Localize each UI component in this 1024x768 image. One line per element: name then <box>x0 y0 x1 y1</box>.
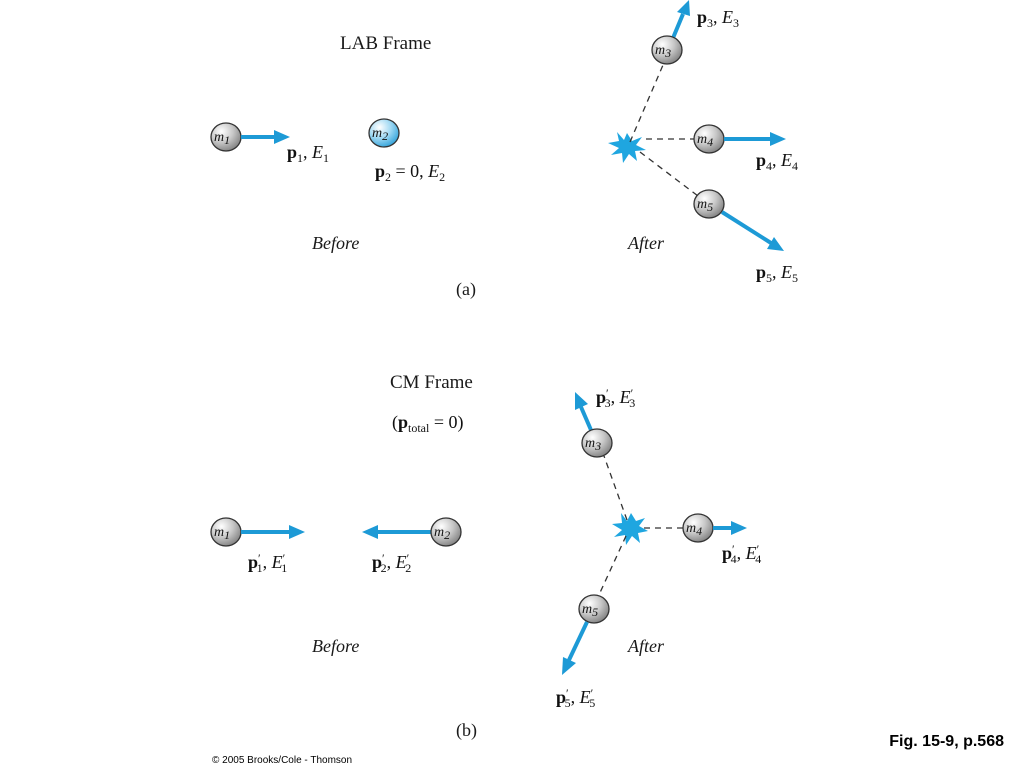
panel-b-p5-label: p′5, E′5 <box>556 686 595 710</box>
panel-b-p4-arrow <box>713 521 747 535</box>
panel-b-m3-ball: m3 <box>581 428 613 458</box>
panel-a-before-label: Before <box>312 233 359 253</box>
svg-text:m4: m4 <box>697 132 713 149</box>
svg-text:m5: m5 <box>582 602 598 619</box>
svg-text:m4: m4 <box>686 521 702 538</box>
panel-b: CM Frame (ptotal = 0) m1 p′1, E′1 m2 p′2… <box>210 372 761 741</box>
panel-b-p1-arrow <box>241 525 305 539</box>
panel-b-p1-label: p′1, E′1 <box>248 551 287 575</box>
panel-a-m2-ball: m2 <box>368 118 400 148</box>
panel-b-caption: (b) <box>456 720 477 741</box>
panel-a-m5-ball: m5 <box>693 189 725 219</box>
panel-a-p3-label: p3, E3 <box>697 7 739 30</box>
svg-text:m3: m3 <box>655 43 671 60</box>
svg-text:m2: m2 <box>434 525 450 542</box>
panel-a-p5-arrow <box>720 210 784 251</box>
panel-a-m4-ball: m4 <box>693 124 725 154</box>
panel-b-p2-label: p′2, E′2 <box>372 551 411 575</box>
copyright-notice: © 2005 Brooks/Cole - Thomson <box>212 755 353 766</box>
panel-b-p3-label: p′3, E′3 <box>596 386 635 410</box>
panel-b-m2-ball: m2 <box>430 517 462 547</box>
panel-a-p5-label: p5, E5 <box>756 262 798 285</box>
figure-reference: Fig. 15-9, p.568 <box>889 733 1004 750</box>
panel-a-p4-arrow <box>724 132 786 146</box>
panel-a-p1-label: p1, E1 <box>287 142 329 165</box>
panel-b-p3-arrow <box>575 392 593 431</box>
panel-a-title: LAB Frame <box>340 33 431 54</box>
panel-a-p3-arrow <box>671 0 690 39</box>
panel-b-p4-label: p′4, E′4 <box>722 542 761 566</box>
svg-text:m1: m1 <box>214 525 230 542</box>
panel-b-p2-arrow <box>362 525 431 539</box>
panel-a-caption: (a) <box>456 279 476 300</box>
panel-b-before-label: Before <box>312 636 359 656</box>
panel-b-title: CM Frame <box>390 372 473 393</box>
panel-b-burst <box>612 513 648 545</box>
panel-a-m3-ball: m3 <box>651 35 683 65</box>
panel-b-after-label: After <box>627 636 665 656</box>
panel-b-m1-ball: m1 <box>210 517 242 547</box>
svg-text:m5: m5 <box>697 197 713 214</box>
panel-a-dash-m5 <box>639 151 699 197</box>
svg-text:m3: m3 <box>585 436 601 453</box>
panel-b-m4-ball: m4 <box>682 513 714 543</box>
panel-a-burst <box>608 132 646 163</box>
panel-a-p4-label: p4, E4 <box>756 150 798 173</box>
svg-text:m2: m2 <box>372 126 388 143</box>
panel-a-p2-label: p2 = 0, E2 <box>375 161 445 184</box>
panel-b-p5-arrow <box>562 621 589 675</box>
panel-b-dash-m3 <box>603 455 628 521</box>
panel-b-m5-ball: m5 <box>578 594 610 624</box>
svg-text:m1: m1 <box>214 130 230 147</box>
panel-b-dash-m5 <box>597 535 627 598</box>
panel-a: LAB Frame m1 p1, E1 m2 p2 = 0, E2 Before <box>210 0 798 300</box>
panel-a-p1-arrow <box>241 130 290 144</box>
panel-a-m1-ball: m1 <box>210 122 242 152</box>
panel-a-dash-m3 <box>629 64 664 143</box>
panel-b-condition: (ptotal = 0) <box>392 412 464 435</box>
panel-a-after-label: After <box>627 233 665 253</box>
